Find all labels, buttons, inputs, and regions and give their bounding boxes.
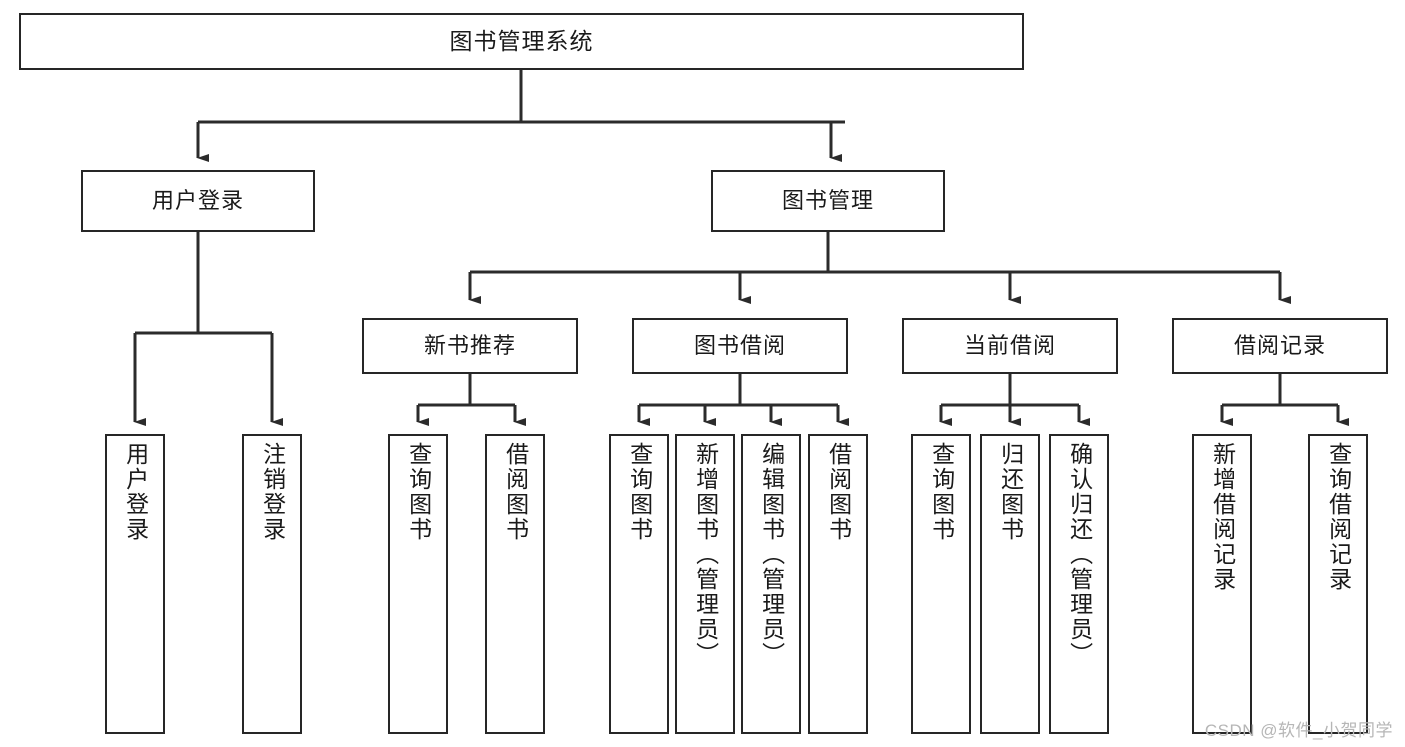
node-new-book-recommend[interactable]: 新书推荐 [362, 318, 578, 374]
node-leaf-label: 借阅图书 [825, 442, 852, 542]
node-leaf-borrow-add-book[interactable]: 新增图书（管理员） [675, 434, 735, 734]
node-book-borrow[interactable]: 图书借阅 [632, 318, 848, 374]
node-root[interactable]: 图书管理系统 [19, 13, 1024, 70]
node-book-management[interactable]: 图书管理 [711, 170, 945, 232]
node-leaf-label: 新增借阅记录 [1209, 442, 1236, 592]
node-leaf-new-books-borrow[interactable]: 借阅图书 [485, 434, 545, 734]
node-leaf-user-login-login[interactable]: 用户登录 [105, 434, 165, 734]
node-leaf-records-query[interactable]: 查询借阅记录 [1308, 434, 1368, 734]
node-new-book-recommend-label: 新书推荐 [423, 332, 516, 358]
node-leaf-current-return[interactable]: 归还图书 [980, 434, 1040, 734]
node-leaf-label: 归还图书 [997, 442, 1024, 542]
node-leaf-label: 查询图书 [626, 442, 653, 542]
node-leaf-label: 确认归还（管理员） [1066, 442, 1093, 667]
node-leaf-label: 查询图书 [405, 442, 432, 542]
node-leaf-label: 用户登录 [122, 442, 149, 542]
node-leaf-current-query[interactable]: 查询图书 [911, 434, 971, 734]
node-leaf-borrow-borrow-book[interactable]: 借阅图书 [808, 434, 868, 734]
node-root-label: 图书管理系统 [449, 28, 594, 55]
node-borrow-records[interactable]: 借阅记录 [1172, 318, 1388, 374]
node-leaf-label: 查询图书 [928, 442, 955, 542]
node-leaf-current-confirm-return[interactable]: 确认归还（管理员） [1049, 434, 1109, 734]
node-leaf-user-login-logout[interactable]: 注销登录 [242, 434, 302, 734]
node-leaf-label: 新增图书（管理员） [692, 442, 719, 667]
node-leaf-records-add[interactable]: 新增借阅记录 [1192, 434, 1252, 734]
node-current-borrow[interactable]: 当前借阅 [902, 318, 1118, 374]
node-user-login[interactable]: 用户登录 [81, 170, 315, 232]
node-leaf-new-books-query[interactable]: 查询图书 [388, 434, 448, 734]
node-book-management-label: 图书管理 [781, 187, 874, 213]
node-leaf-label: 查询借阅记录 [1325, 442, 1352, 592]
node-leaf-borrow-query[interactable]: 查询图书 [609, 434, 669, 734]
node-leaf-label: 注销登录 [259, 442, 286, 542]
node-current-borrow-label: 当前借阅 [963, 332, 1056, 358]
node-leaf-label: 编辑图书（管理员） [758, 442, 785, 667]
node-leaf-borrow-edit-book[interactable]: 编辑图书（管理员） [741, 434, 801, 734]
node-leaf-label: 借阅图书 [502, 442, 529, 542]
node-borrow-records-label: 借阅记录 [1233, 332, 1326, 358]
node-user-login-label: 用户登录 [151, 187, 244, 213]
node-book-borrow-label: 图书借阅 [693, 332, 786, 358]
